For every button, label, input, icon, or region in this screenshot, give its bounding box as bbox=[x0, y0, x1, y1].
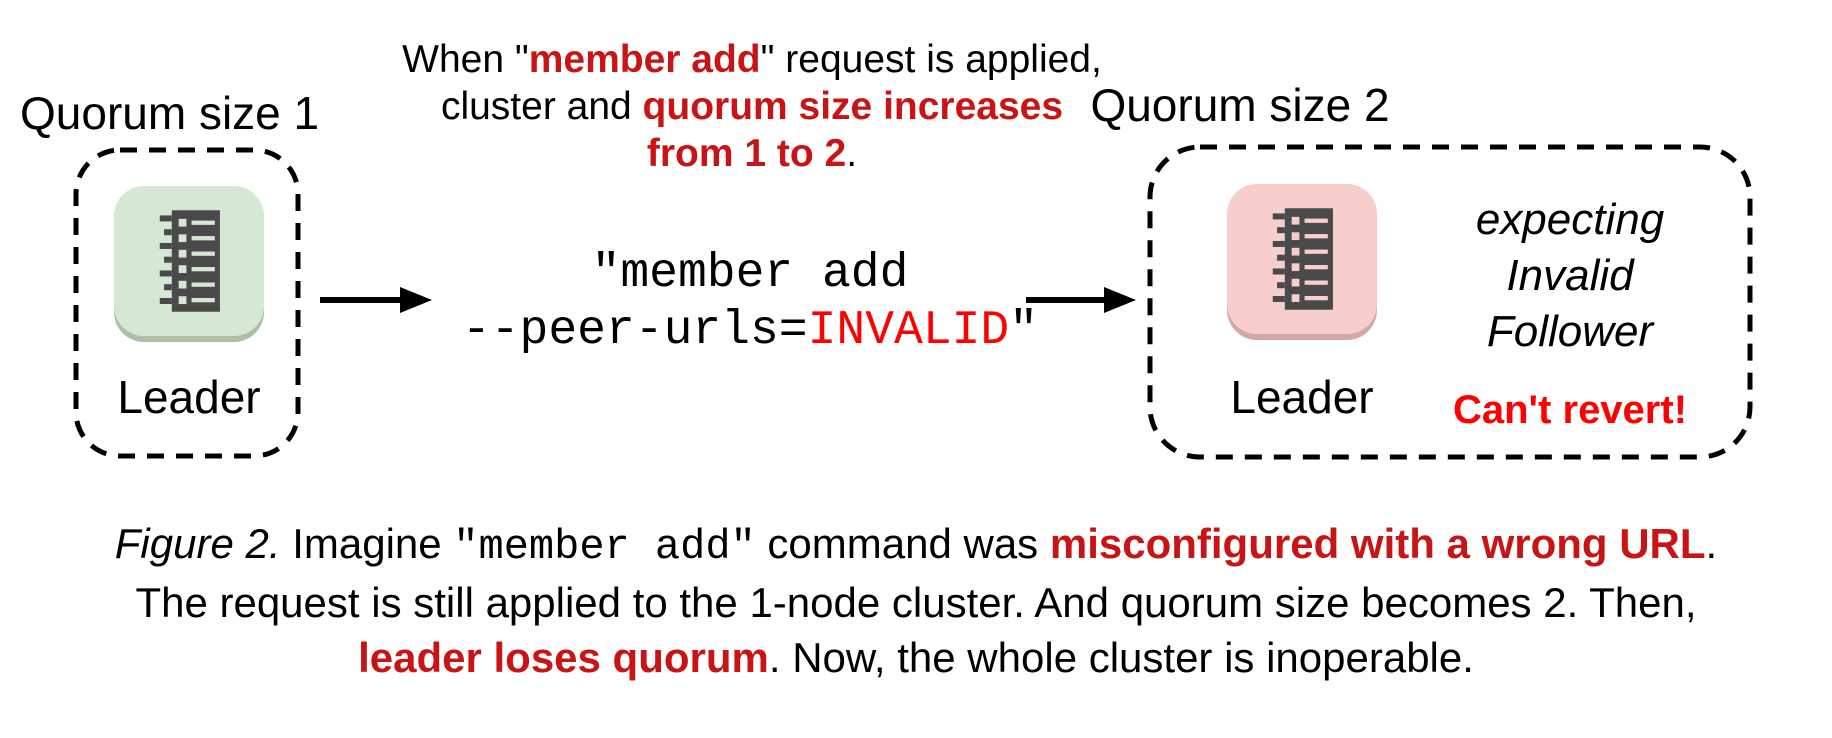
annotation-line-2: cluster and quorum size increases bbox=[372, 83, 1132, 130]
right-node-tile bbox=[1227, 184, 1377, 334]
figure-label: Figure 2. bbox=[114, 520, 281, 567]
left-cluster-title: Quorum size 1 bbox=[20, 87, 320, 139]
annotation-highlight: quorum size increases bbox=[642, 85, 1064, 128]
expectation-note-line: expecting bbox=[1475, 195, 1665, 244]
caption-text-segment: command was bbox=[755, 520, 1050, 567]
expectation-note-line: Follower bbox=[1486, 307, 1654, 356]
expectation-note: expecting Invalid Follower bbox=[1360, 192, 1780, 360]
caption-text-segment: . bbox=[1705, 520, 1718, 567]
expectation-note-line: Invalid bbox=[1506, 251, 1634, 300]
annotation-line-1: When "member add" request is applied, bbox=[372, 36, 1132, 83]
command-line-2: --peer-urls=INVALID" bbox=[400, 303, 1100, 360]
command-text-segment: " bbox=[1009, 304, 1039, 358]
caption-line-1: Figure 2. Imagine "member add" command w… bbox=[0, 516, 1832, 575]
caption-line-3: leader loses quorum. Now, the whole clus… bbox=[0, 630, 1832, 685]
command-invalid-value: INVALID bbox=[807, 304, 1010, 358]
server-icon bbox=[159, 210, 220, 312]
server-icon bbox=[1272, 208, 1333, 310]
caption-text-segment: . Now, the whole cluster is inoperable. bbox=[768, 634, 1474, 681]
annotation-text-segment: cluster and bbox=[440, 85, 643, 128]
right-cluster-boundary bbox=[1147, 144, 1753, 460]
right-cluster-title: Quorum size 2 bbox=[1090, 79, 1390, 131]
caption-highlight: leader loses quorum bbox=[358, 634, 769, 681]
arrow-right-icon bbox=[1026, 287, 1136, 313]
annotation-highlight: member add bbox=[528, 38, 761, 81]
cant-revert-warning: Can't revert! bbox=[1452, 388, 1688, 432]
annotation-text-segment: " request is applied, bbox=[760, 38, 1102, 81]
left-node-label: Leader bbox=[117, 371, 261, 423]
annotation-text-segment: When " bbox=[402, 38, 529, 81]
annotation-text: When "member add" request is applied, cl… bbox=[372, 36, 1132, 177]
annotation-line-3: from 1 to 2. bbox=[372, 130, 1132, 177]
left-cluster-boundary bbox=[73, 147, 301, 459]
right-node-label: Leader bbox=[1230, 371, 1374, 423]
command-line-1: "member add bbox=[591, 247, 909, 301]
annotation-highlight: from 1 to 2 bbox=[646, 132, 847, 175]
left-node-tile bbox=[114, 186, 264, 336]
command-text: "member add --peer-urls=INVALID" bbox=[400, 246, 1100, 360]
annotation-text-segment: . bbox=[846, 132, 858, 175]
arrow-right-icon bbox=[320, 287, 432, 313]
caption-line-2: The request is still applied to the 1-no… bbox=[135, 579, 1697, 626]
caption-highlight: misconfigured with a wrong URL bbox=[1049, 520, 1706, 567]
caption-text-segment: Imagine bbox=[280, 520, 454, 567]
figure-caption: Figure 2. Imagine "member add" command w… bbox=[0, 516, 1832, 685]
caption-code-segment: "member add" bbox=[453, 523, 756, 571]
command-text-segment: --peer-urls= bbox=[461, 304, 808, 358]
